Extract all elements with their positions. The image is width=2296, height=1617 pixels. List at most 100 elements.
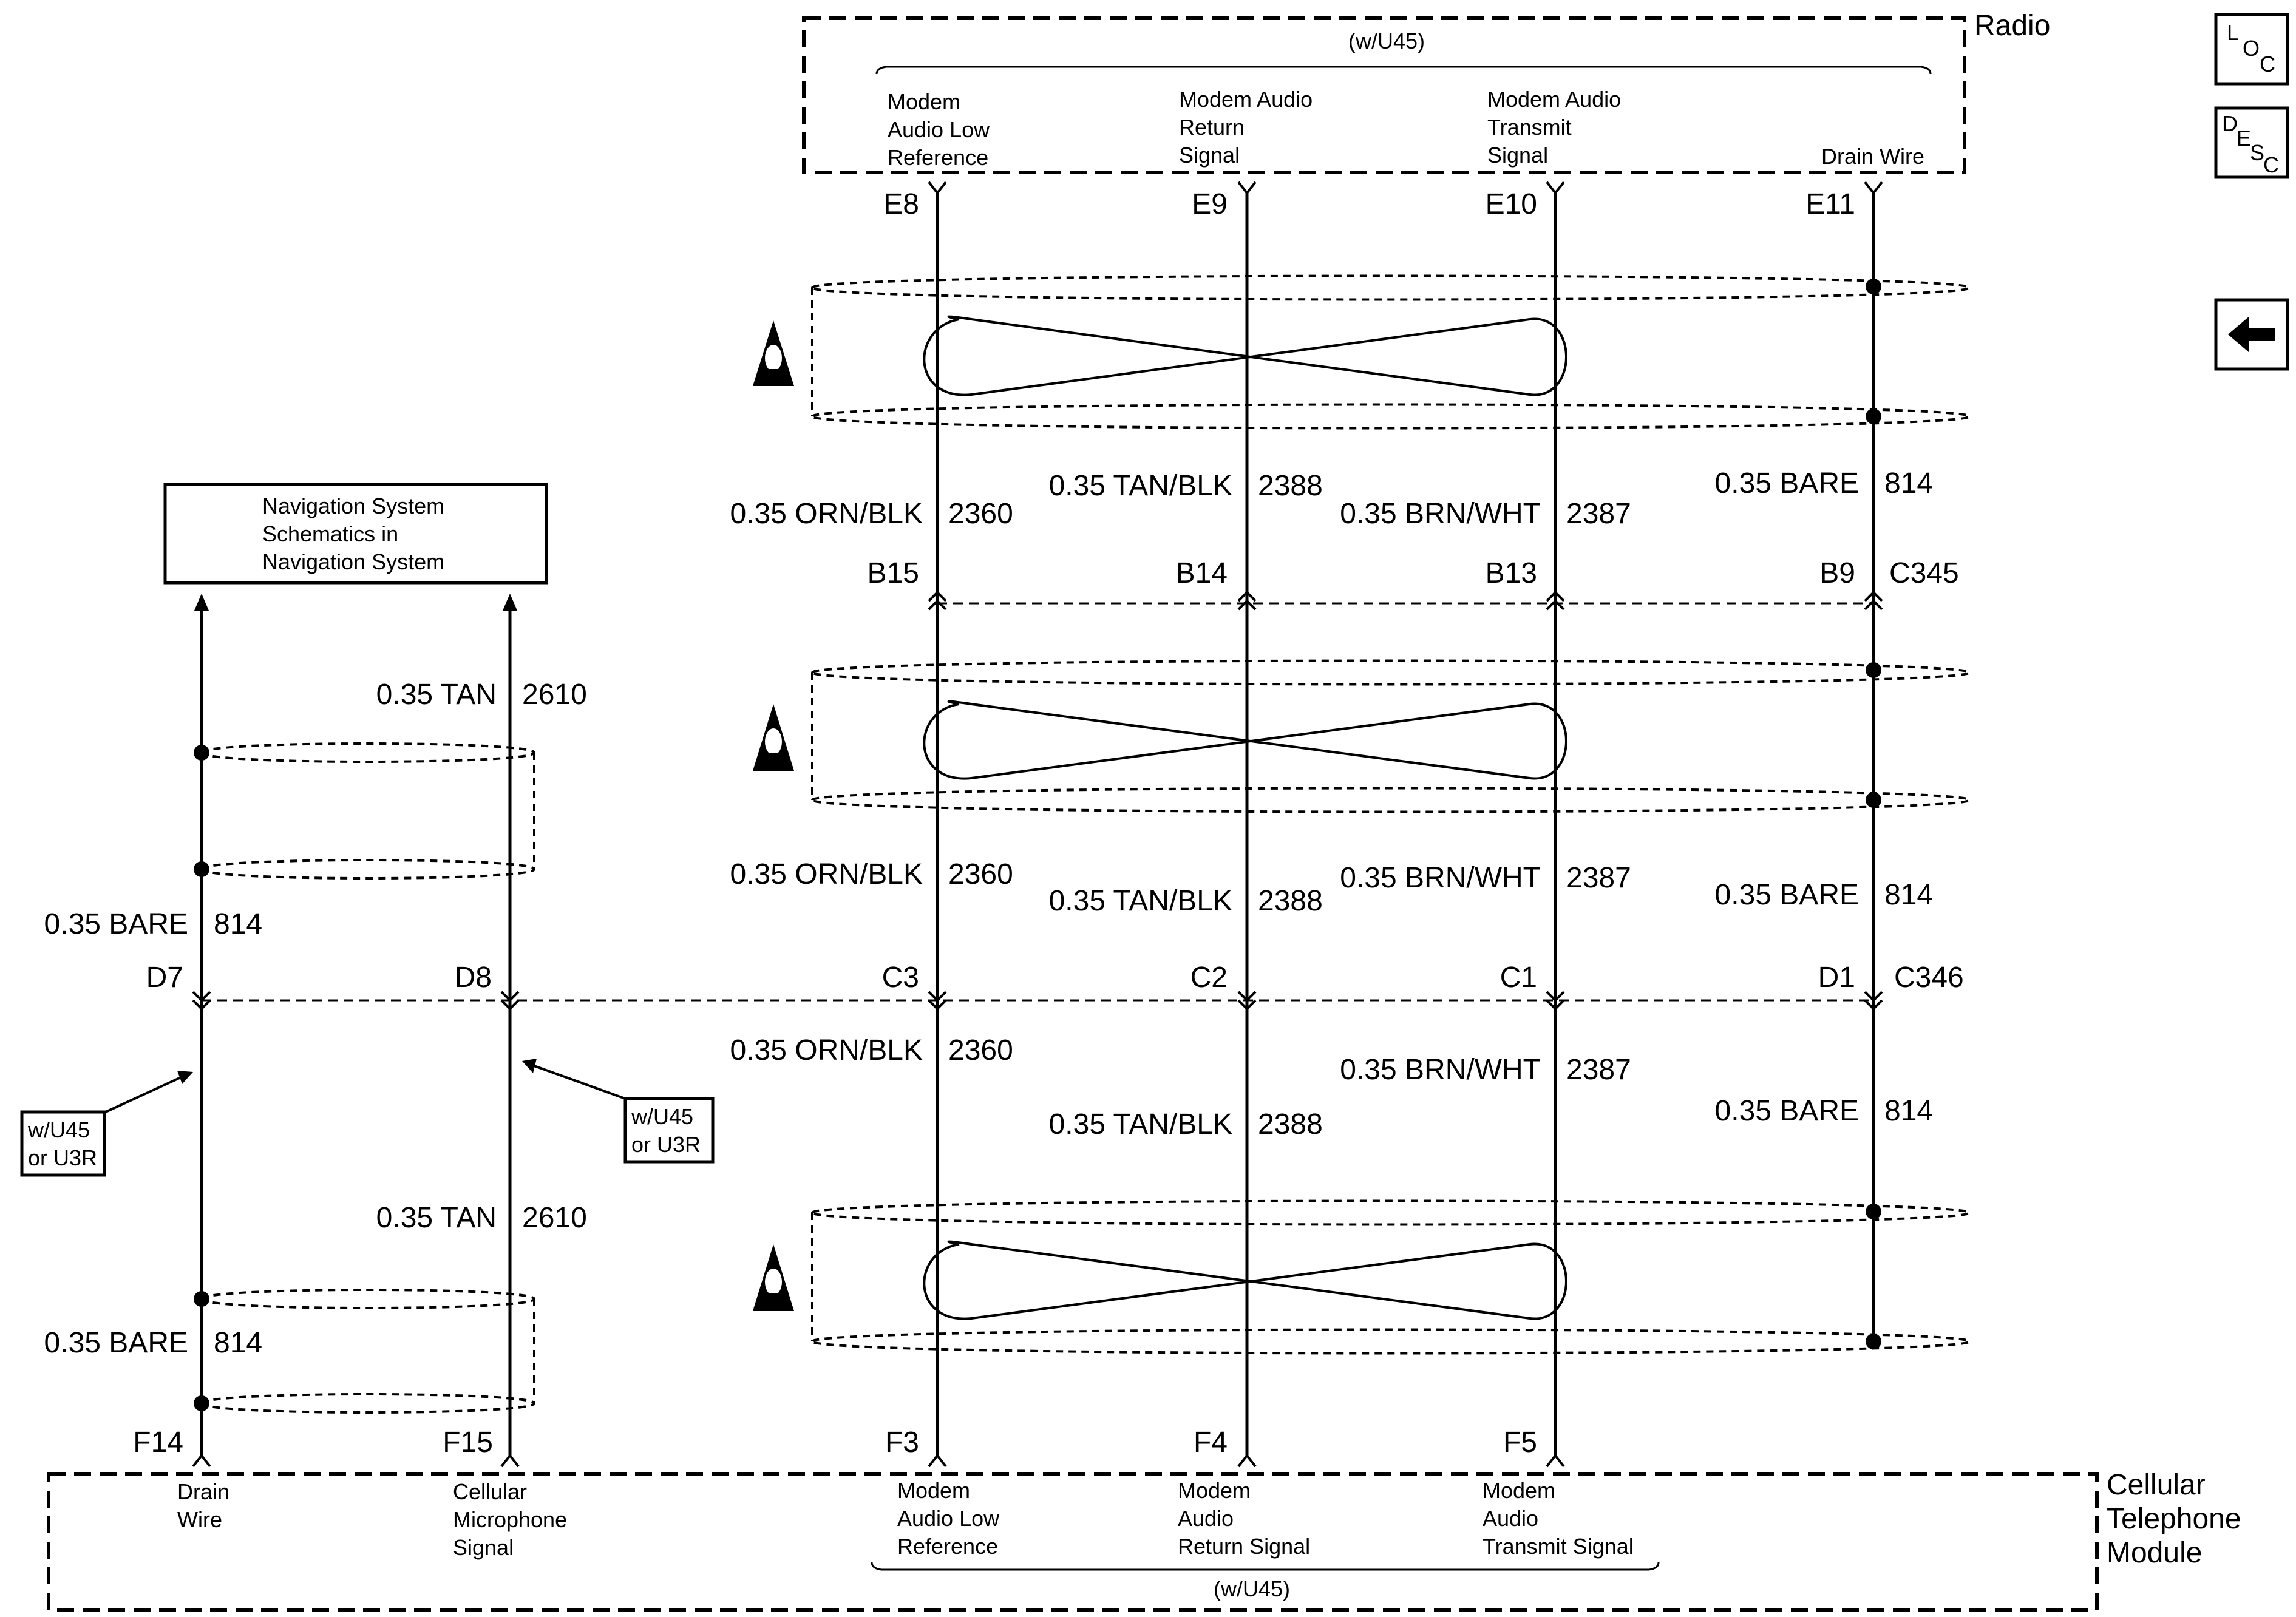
cellular-pin-desc: Cellular [453, 1479, 527, 1504]
wire-color-label: 0.35 ORN/BLK [730, 1034, 923, 1066]
option-callout-left: w/U45 or U3R [20, 1071, 193, 1177]
pin-label: B9 [1819, 557, 1855, 589]
cellular-title: Telephone [2107, 1503, 2241, 1535]
terminal [500, 1453, 520, 1468]
shield-bottom [200, 1393, 536, 1414]
wire-color-label: 0.35 TAN [376, 1202, 497, 1234]
terminal [1237, 1453, 1257, 1468]
radio-option-bracket [875, 66, 1932, 75]
cellular-pin-desc: Modem [1178, 1478, 1251, 1503]
shielded-twisted-pair-2 [753, 659, 1971, 813]
splice-dot [194, 1291, 209, 1307]
radio-option: (w/U45) [1348, 29, 1425, 53]
arrow-icon [522, 1059, 537, 1073]
circuit-number: 2387 [1566, 862, 1631, 894]
wire-color-label: 0.35 BARE [44, 1327, 188, 1359]
circuit-number: 814 [214, 1327, 262, 1359]
option-text: or U3R [28, 1145, 97, 1170]
pin-label: D7 [146, 961, 183, 994]
splice-dot [1866, 1334, 1881, 1349]
wire-labels: 0.35 ORN/BLK 2360 0.35 TAN/BLK 2388 0.35… [44, 467, 1934, 1359]
arrow-up-icon [503, 594, 517, 611]
radio-pin-desc: Modem Audio [1179, 87, 1313, 112]
wire-color-label: 0.35 BARE [1715, 467, 1859, 500]
loc-letter: L [2227, 20, 2239, 45]
option-box [623, 1097, 715, 1164]
pin-label: C1 [1500, 961, 1537, 994]
pin-label: E11 [1805, 188, 1855, 220]
circuit-number: 2388 [1258, 1108, 1323, 1141]
back-button[interactable] [2214, 298, 2289, 371]
circuit-number: 2387 [1566, 1054, 1631, 1086]
cellular-terminals [192, 1453, 1565, 1468]
wires [194, 193, 1875, 1456]
radio-outline [802, 16, 1966, 174]
cellular-pin-desc: Modem [1483, 1478, 1555, 1503]
caution-icon[interactable] [753, 1244, 794, 1311]
navigation-text: Schematics in [262, 521, 398, 546]
circuit-number: 2360 [948, 858, 1013, 890]
option-text: or U3R [631, 1132, 701, 1157]
pin-label: F3 [885, 1426, 919, 1459]
pin-label: E9 [1192, 188, 1228, 220]
shielded-cable-left-bottom [194, 1289, 536, 1414]
radio-pin-desc: Drain Wire [1821, 144, 1924, 169]
shield-top [200, 1289, 536, 1309]
option-text: w/U45 [27, 1117, 90, 1142]
cellular-pin-desc: Microphone [453, 1507, 567, 1532]
cellular-title: Cellular [2107, 1469, 2206, 1501]
radio-pin-desc: Reference [888, 145, 988, 170]
caution-icon[interactable] [753, 704, 794, 771]
cellular-option: (w/U45) [1214, 1576, 1290, 1601]
terminal [192, 1453, 211, 1468]
splice-dot [1866, 279, 1881, 294]
shielded-twisted-pair-3 [753, 1199, 1971, 1355]
pin-label: F4 [1194, 1426, 1228, 1459]
connector-pin [928, 591, 947, 611]
desc-button[interactable]: D E S C [2214, 106, 2289, 179]
desc-letter: E [2237, 126, 2251, 151]
wire-color-label: 0.35 BRN/WHT [1340, 498, 1541, 530]
navigation-text: Navigation System [262, 549, 444, 574]
loc-button[interactable]: L O C [2214, 13, 2289, 86]
cellular-pin-desc: Reference [897, 1534, 998, 1559]
option-box [20, 1110, 106, 1177]
cellular-outline [47, 1472, 2099, 1612]
pin-label: D8 [455, 961, 492, 994]
twisted-pair [923, 700, 1567, 780]
splice-dot [194, 1395, 209, 1411]
circuit-number: 2360 [948, 498, 1013, 530]
splice-dot [1866, 408, 1881, 424]
wire-color-label: 0.35 BARE [1715, 1095, 1859, 1127]
wire-color-label: 0.35 ORN/BLK [730, 498, 923, 530]
terminal [1237, 181, 1257, 195]
cellular-title: Module [2107, 1537, 2202, 1569]
shield-bottom [200, 859, 536, 880]
splice-dot [1866, 662, 1881, 678]
shielded-twisted-pair-1 [753, 274, 1971, 430]
callout-arrow [534, 1065, 626, 1100]
shield-bottom [811, 403, 1971, 430]
radio-pin-desc: Return [1179, 115, 1245, 140]
pin-label: C3 [882, 961, 919, 994]
twisted-pair [923, 315, 1567, 396]
shield-top [200, 742, 536, 763]
wire-color-label: 0.35 TAN [376, 679, 497, 711]
splice-dot [1866, 1204, 1881, 1219]
connector-pin [1864, 591, 1883, 611]
back-arrow-icon [2228, 317, 2275, 352]
navigation-box[interactable] [163, 483, 548, 585]
cellular-pin-desc: Drain [177, 1479, 229, 1504]
cellular-module: Cellular Telephone Module Drain Wire Cel… [47, 1426, 2241, 1612]
pin-label: F5 [1503, 1426, 1537, 1459]
desc-letter: D [2222, 111, 2238, 136]
navigation-reference[interactable]: Navigation System Schematics in Navigati… [163, 483, 548, 585]
pin-label: B14 [1176, 557, 1228, 589]
splice-dot [194, 745, 209, 761]
terminal [1864, 181, 1883, 195]
cellular-pin-desc: Signal [453, 1535, 514, 1560]
pin-label: D1 [1818, 961, 1855, 994]
caution-icon[interactable] [753, 320, 794, 386]
wire-color-label: 0.35 BARE [44, 908, 188, 940]
